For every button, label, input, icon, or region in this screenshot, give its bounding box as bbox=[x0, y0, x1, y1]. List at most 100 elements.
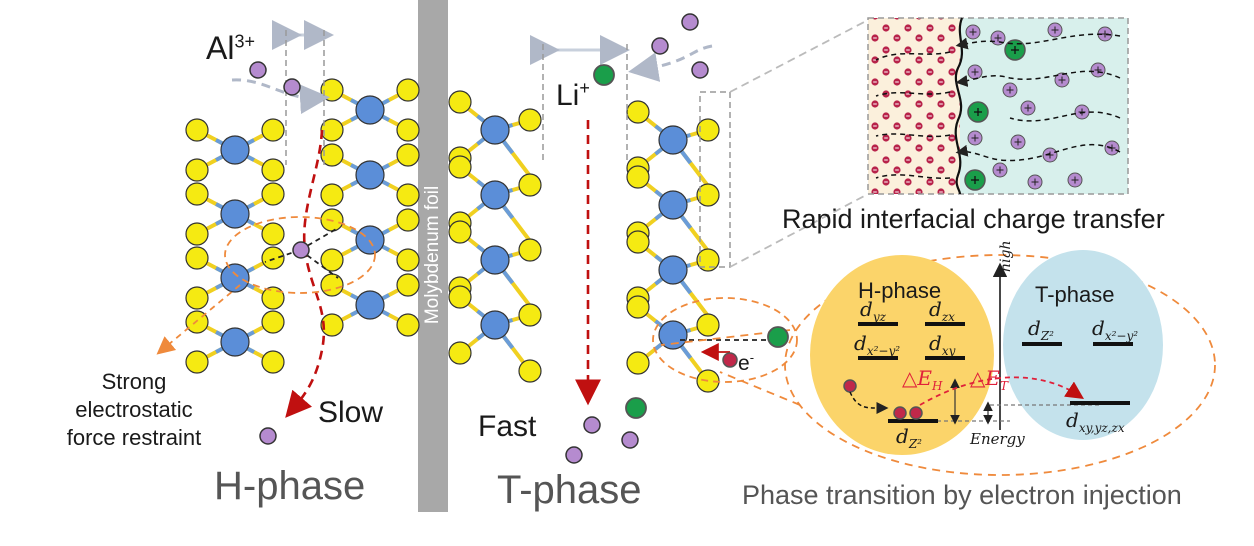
mo-atom bbox=[658, 125, 688, 155]
s-atom bbox=[518, 108, 542, 132]
axis-energy-label: Energy bbox=[970, 430, 1025, 448]
s-atom bbox=[261, 182, 285, 206]
s-atom bbox=[185, 350, 209, 374]
interface-electrode-charges bbox=[868, 18, 960, 194]
phase-transition-label: Phase transition by electron injection bbox=[742, 480, 1182, 510]
s-atom bbox=[626, 351, 650, 375]
restraint-highlight bbox=[224, 216, 376, 294]
axis-high-label: high bbox=[998, 240, 1014, 272]
interface-electrolyte-side bbox=[960, 18, 1128, 194]
ions bbox=[249, 13, 789, 464]
interface-panel-border bbox=[867, 17, 1129, 195]
t-phase-title: T-phase bbox=[1035, 282, 1115, 307]
restraint-pointer bbox=[156, 284, 241, 355]
s-atom bbox=[320, 273, 344, 297]
mo-atom bbox=[220, 263, 250, 293]
al-ion-label: Al3+ bbox=[206, 30, 255, 66]
s-atom bbox=[320, 313, 344, 337]
dz2-electron-1 bbox=[893, 406, 907, 420]
s-atom bbox=[396, 273, 420, 297]
mo-atom bbox=[480, 115, 510, 145]
s-atom bbox=[396, 313, 420, 337]
al-ion bbox=[292, 241, 310, 259]
s-atom bbox=[626, 230, 650, 254]
h-layer-right bbox=[320, 78, 420, 337]
orbital-dyz: dyz bbox=[860, 297, 886, 324]
t-phase-label: T-phase bbox=[497, 468, 642, 512]
zoom-guide-bottom bbox=[729, 193, 869, 268]
dz2-electron-2 bbox=[909, 406, 923, 420]
slow-label: Slow bbox=[318, 396, 384, 429]
s-atom bbox=[185, 118, 209, 142]
s-atom bbox=[448, 155, 472, 179]
s-atom bbox=[448, 285, 472, 309]
injection-path bbox=[849, 391, 889, 415]
h-layer-left bbox=[185, 118, 285, 374]
energy-diagram-outline bbox=[784, 254, 1216, 476]
mos2-layers bbox=[185, 78, 720, 393]
s-atom bbox=[320, 248, 344, 272]
molybdenum-foil bbox=[418, 0, 448, 512]
s-atom bbox=[261, 246, 285, 270]
mo-atom bbox=[220, 327, 250, 357]
restraint-label: Strong electrostatic force restraint bbox=[66, 369, 202, 450]
delta-e-t: △ET bbox=[970, 366, 1008, 393]
s-atom bbox=[320, 143, 344, 167]
s-atom bbox=[518, 303, 542, 327]
interface-transfer-arrows bbox=[875, 33, 1121, 180]
al-entry-arrow bbox=[231, 78, 330, 115]
al-ion bbox=[565, 446, 583, 464]
mo-atom bbox=[480, 180, 510, 210]
al-ion bbox=[283, 78, 301, 96]
s-atom bbox=[696, 313, 720, 337]
s-atom bbox=[448, 341, 472, 365]
s-atom bbox=[626, 165, 650, 189]
s-atom bbox=[518, 238, 542, 262]
orbital-dz2-t: dZ² bbox=[1028, 316, 1054, 343]
mo-atom bbox=[355, 160, 385, 190]
li-ion bbox=[593, 64, 615, 86]
s-atom bbox=[185, 158, 209, 182]
s-atom bbox=[396, 183, 420, 207]
s-atom bbox=[261, 310, 285, 334]
al-ion bbox=[583, 416, 601, 434]
s-atom bbox=[261, 222, 285, 246]
mo-atom bbox=[480, 310, 510, 340]
mo-atom bbox=[658, 320, 688, 350]
mo-atom bbox=[355, 95, 385, 125]
al-ion bbox=[259, 427, 277, 445]
s-atom bbox=[696, 183, 720, 207]
s-atom bbox=[261, 118, 285, 142]
s-atom bbox=[396, 248, 420, 272]
s-atom bbox=[261, 158, 285, 182]
al-ion bbox=[681, 13, 699, 31]
s-atom bbox=[185, 246, 209, 270]
mo-atom bbox=[480, 245, 510, 275]
foil-label: Molybdenum foil bbox=[422, 185, 443, 325]
electron bbox=[722, 352, 738, 368]
al-bond-2 bbox=[299, 227, 339, 251]
li-entry-arrow bbox=[628, 44, 713, 82]
s-atom bbox=[261, 350, 285, 374]
s-atom bbox=[696, 118, 720, 142]
s-atom bbox=[185, 286, 209, 310]
t-phase-orbital-region bbox=[1003, 250, 1163, 440]
s-atom bbox=[448, 90, 472, 114]
injection-highlight bbox=[652, 297, 798, 383]
al-bond-3 bbox=[299, 249, 339, 279]
t-layer-left bbox=[448, 90, 542, 383]
orbital-dxy-yz-zx-t: dxy,yz,zx bbox=[1066, 408, 1125, 435]
zoom-link-bottom bbox=[719, 371, 801, 406]
s-atom bbox=[261, 286, 285, 310]
mo-atom bbox=[658, 190, 688, 220]
zoom-guide-top bbox=[729, 19, 869, 93]
s-atom bbox=[626, 295, 650, 319]
interface-zoom-box bbox=[699, 91, 731, 268]
transition-path bbox=[919, 376, 1085, 406]
h-phase-title: H-phase bbox=[858, 278, 942, 303]
t-layer-right bbox=[626, 100, 720, 393]
h-phase-orbital-region bbox=[810, 255, 994, 455]
injected-electron bbox=[843, 379, 857, 393]
